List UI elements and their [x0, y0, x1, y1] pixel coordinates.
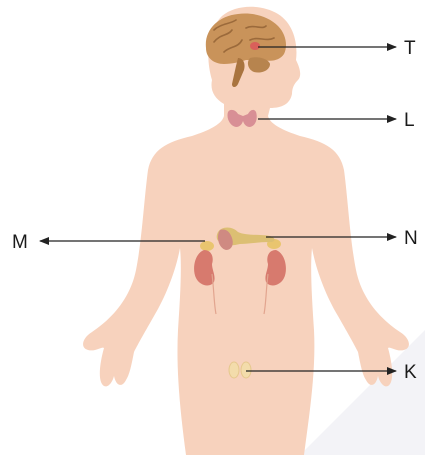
pituitary-gland [250, 42, 260, 50]
label-L: L [404, 110, 415, 131]
label-T: T [404, 38, 416, 59]
testis-left [229, 362, 239, 378]
label-N: N [404, 228, 418, 249]
label-M: M [12, 232, 28, 253]
testis-right [241, 362, 251, 378]
adrenal-gland-left [200, 241, 214, 251]
human-body [83, 7, 409, 455]
label-K: K [404, 362, 417, 383]
body-silhouette [83, 7, 409, 455]
